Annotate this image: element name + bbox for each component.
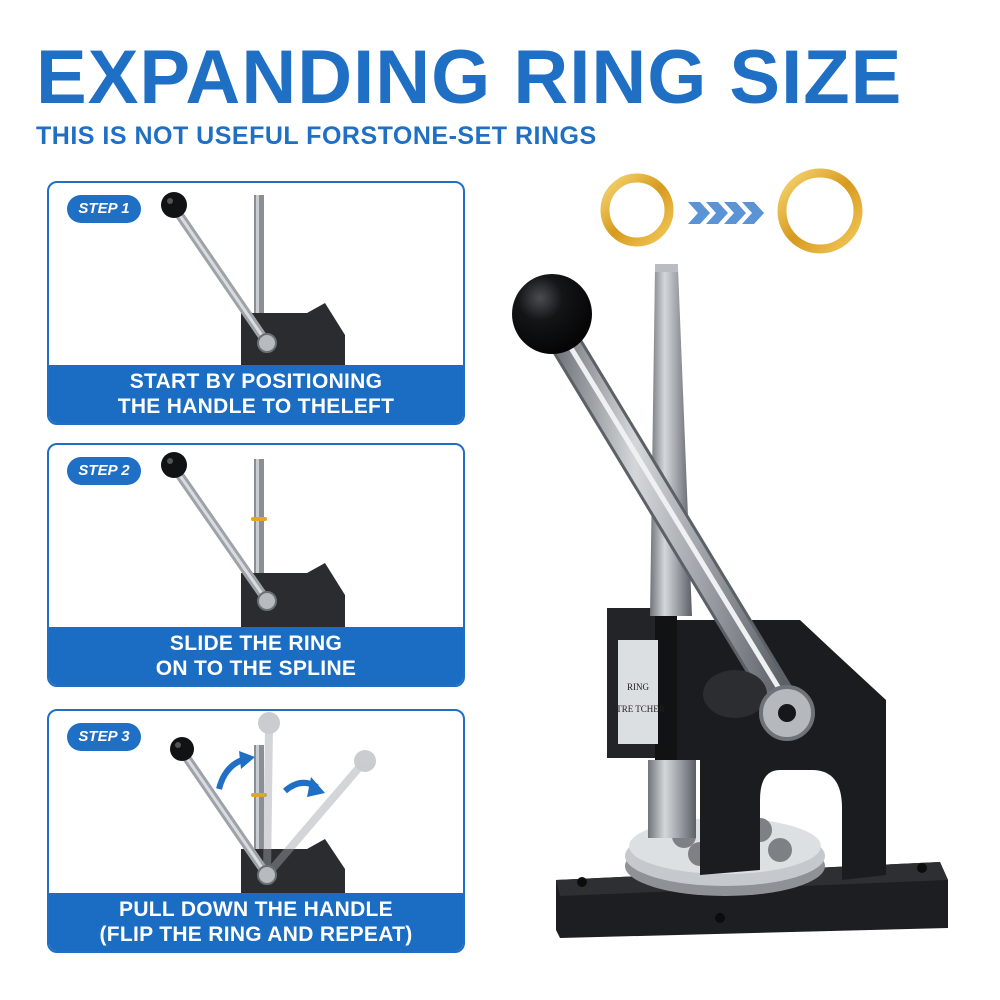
step-3-caption: PULL DOWN THE HANDLE (FLIP THE RING AND … <box>49 893 463 951</box>
chevrons-right-icon <box>688 202 764 224</box>
step-1-badge: STEP 1 <box>67 195 141 223</box>
step-2-caption-line-1: SLIDE THE RING <box>169 632 343 655</box>
step-1-illustration <box>161 192 345 373</box>
step-2-illustration <box>161 452 345 635</box>
page-subtitle: THIS IS NOT USEFUL FORSTONE-SET RINGS <box>36 122 597 150</box>
step-1-card: STEP 1 START BY POSITIONING THE HANDLE T… <box>47 181 465 425</box>
large-ring <box>777 168 863 254</box>
step-3-badge: STEP 3 <box>67 723 141 751</box>
ring-on-spline <box>251 517 267 521</box>
small-ring <box>600 173 674 247</box>
step-2-caption-line-2: ON TO THE SPLINE <box>155 657 357 680</box>
step-3-caption-line-2: (FLIP THE RING AND REPEAT) <box>99 923 413 946</box>
handle-ball-knob <box>512 274 592 354</box>
page-title: EXPANDING RING SIZE <box>36 35 903 120</box>
step-2-card: STEP 2 SLIDE THE RING ON TO THE SPLINE <box>47 443 465 687</box>
step-2-caption: SLIDE THE RING ON TO THE SPLINE <box>49 627 463 685</box>
step-3-caption-line-1: PULL DOWN THE HANDLE <box>119 898 393 921</box>
step-1-caption-line-1: START BY POSITIONING <box>129 370 383 393</box>
step-3-card: STEP 3 PULL DOWN THE HANDLE (FLIP THE RI… <box>47 709 465 953</box>
ring-stretcher-product-image: RING STRE TCHER <box>512 168 948 938</box>
product-label-line-1: RING <box>627 682 649 692</box>
step-1-caption-line-2: THE HANDLE TO THELEFT <box>117 395 395 418</box>
step-3-illustration <box>170 712 376 901</box>
product-label-plate <box>618 640 658 744</box>
product-label-line-2: STRE TCHER <box>611 704 665 714</box>
step-2-badge: STEP 2 <box>67 457 141 485</box>
step-1-caption: START BY POSITIONING THE HANDLE TO THELE… <box>49 365 463 423</box>
